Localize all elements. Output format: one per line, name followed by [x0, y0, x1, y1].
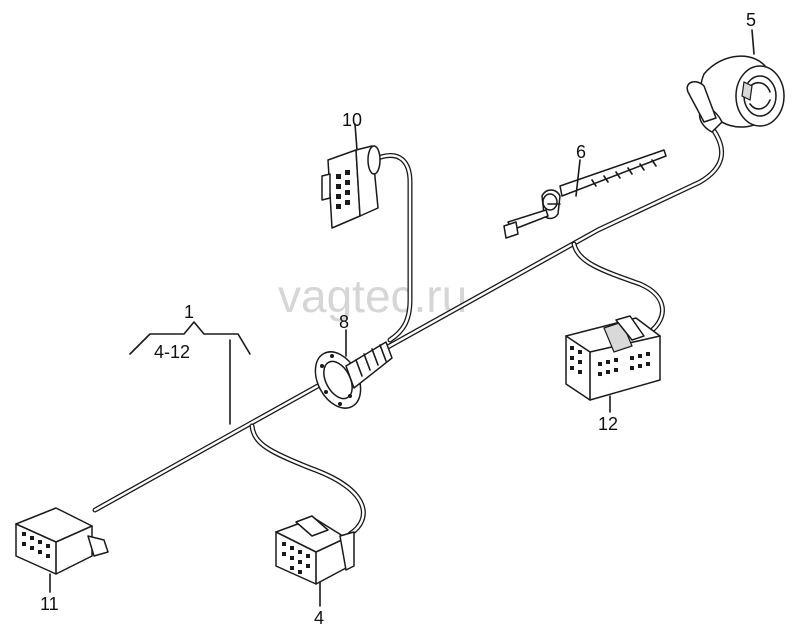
cable-tie-part-6 — [503, 149, 667, 239]
callout-6: 6 — [576, 142, 586, 162]
grommet-part-8 — [314, 341, 393, 409]
connector-part-11 — [15, 507, 109, 575]
callout-1-range: 4-12 — [154, 342, 190, 362]
connector-part-10 — [321, 145, 381, 229]
connector-part-12 — [565, 315, 661, 401]
callout-10: 10 — [342, 110, 362, 130]
callout-11: 11 — [40, 594, 59, 614]
connector-part-4 — [275, 515, 355, 585]
round-socket-part-5 — [686, 55, 785, 133]
callout-4: 4 — [314, 608, 324, 628]
watermark: vagtec.ru — [278, 270, 467, 322]
connector-12-pins — [570, 346, 650, 376]
harness-wires — [92, 125, 724, 537]
callout-1: 1 — [184, 302, 194, 322]
callout-5: 5 — [746, 10, 756, 30]
callout-12: 12 — [598, 414, 618, 434]
leader-lines — [49, 29, 755, 607]
connector-4-pins — [282, 542, 310, 574]
callout-labels: 5 6 10 8 1 4-12 12 4 11 — [40, 10, 756, 628]
callout-8: 8 — [339, 312, 349, 332]
connector-11-pins — [22, 532, 50, 558]
